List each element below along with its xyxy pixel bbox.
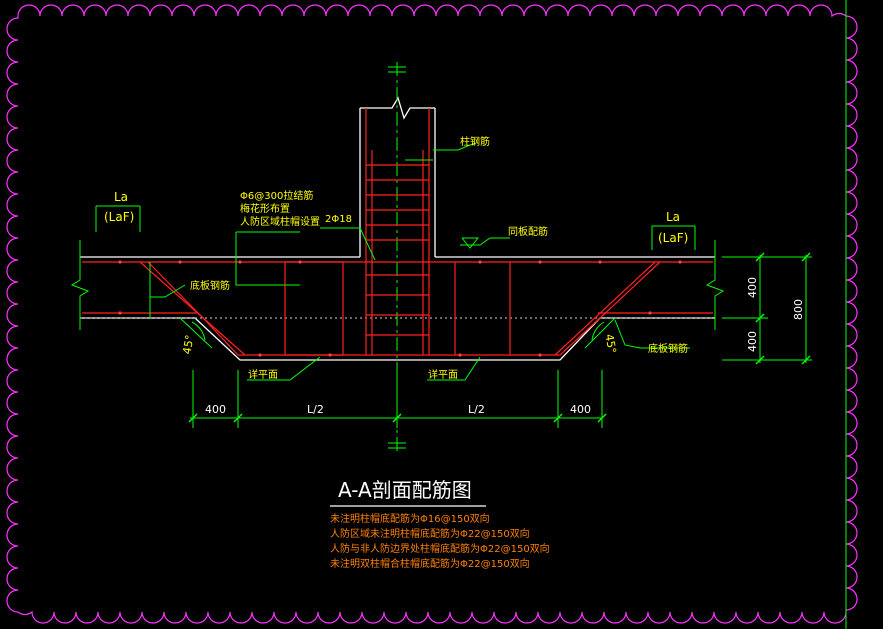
note-line: 人防与非人防边界处柱帽底配筋为Φ22@150双向	[330, 542, 550, 555]
angle-left-label: 45°	[180, 334, 196, 355]
note-line: 未注明双柱帽合柱帽底配筋为Φ22@150双向	[330, 557, 530, 570]
dim-height-800: 800	[792, 299, 805, 320]
bottom-bar-left-label: 底板钢筋	[190, 279, 230, 292]
stirrup-note-line-1: Φ6@300拉结筋	[240, 189, 313, 202]
laf-right-label: (LaF)	[658, 231, 688, 245]
laf-left-label: (LaF)	[104, 210, 134, 224]
dim-height-400-top: 400	[746, 277, 759, 298]
dim-height-400-bottom: 400	[746, 331, 759, 352]
same-slab-label: 同板配筋	[508, 225, 548, 238]
note-line: 人防区域未注明柱帽底配筋为Φ22@150双向	[330, 527, 530, 540]
dimension-ticks	[188, 252, 811, 423]
la-right-label: La	[666, 210, 680, 224]
note-line: 未注明柱帽底配筋为Φ16@150双向	[330, 512, 490, 525]
centerline-mark-top	[388, 66, 406, 73]
dim-width-half-left: L/2	[307, 403, 324, 416]
section-title: A-A剖面配筋图	[338, 478, 472, 502]
centerline-mark-bottom	[388, 442, 406, 449]
column-rebar-label: 柱钢筋	[460, 135, 490, 148]
level-left-label: 详平面	[248, 368, 278, 381]
stirrup-note-line-3: 人防区域柱帽设置	[240, 215, 320, 228]
dim-width-half-right: L/2	[468, 403, 485, 416]
dim-width-400-left: 400	[205, 403, 226, 416]
leader-lines	[95, 142, 696, 381]
break-line-left	[70, 240, 90, 330]
column	[359, 96, 436, 257]
break-line-right	[705, 240, 725, 330]
dim-width-400-right: 400	[570, 403, 591, 416]
stirrup-note-line-2: 梅花形布置	[240, 202, 290, 215]
bar-2d18-label: 2Φ18	[325, 214, 352, 225]
rebar-group	[82, 108, 713, 356]
rebar-dots	[118, 260, 682, 357]
la-left-label: La	[114, 190, 128, 204]
angle-right-label: 45°	[602, 333, 618, 354]
slab-outline	[80, 256, 715, 361]
level-right-label: 详平面	[428, 368, 458, 381]
dimension-lines	[190, 255, 812, 428]
bottom-bar-right-label: 底板钢筋	[648, 342, 688, 355]
